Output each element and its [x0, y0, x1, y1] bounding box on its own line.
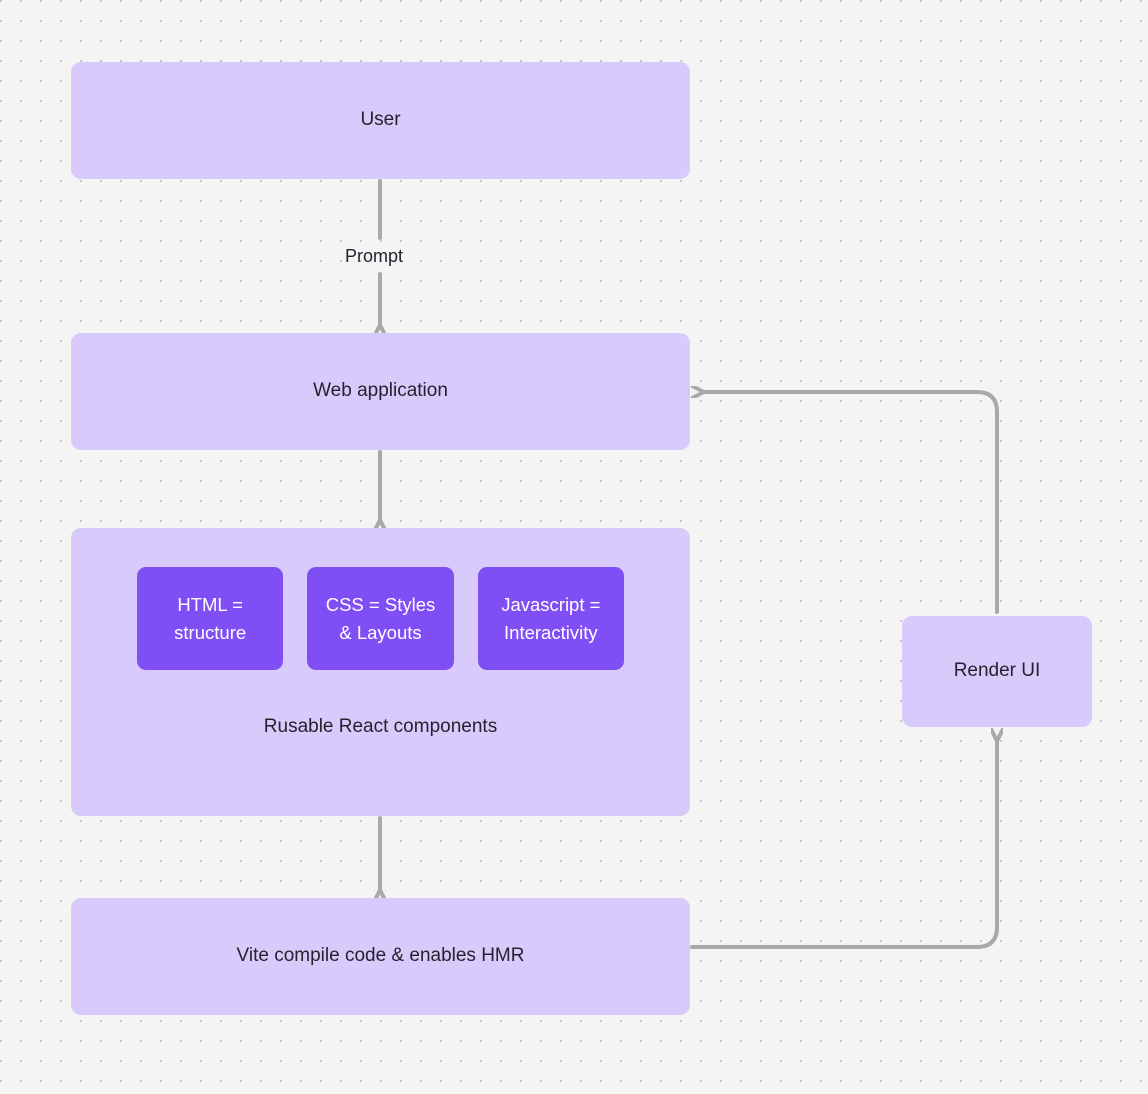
node-html-label: HTML = structure [174, 593, 247, 643]
node-user-label: User [360, 109, 401, 131]
node-javascript[interactable]: Javascript = Interactivity [477, 567, 624, 670]
node-css[interactable]: CSS = Styles & Layouts [307, 567, 454, 670]
node-css-label: CSS = Styles & Layouts [325, 593, 436, 643]
node-user[interactable]: User [71, 62, 690, 179]
edge-vite-to-renderui [690, 740, 997, 949]
node-vite[interactable]: Vite compile code & enables HMR [71, 898, 690, 1015]
edge-renderui-to-webapp [703, 392, 999, 614]
node-render-ui[interactable]: Render UI [902, 616, 1092, 727]
edge-label-prompt: Prompt [345, 246, 404, 266]
node-html[interactable]: HTML = structure [137, 567, 284, 670]
node-react-components-caption: Rusable React components [263, 716, 498, 737]
node-render-ui-label: Render UI [953, 660, 1041, 682]
node-javascript-label: Javascript = Interactivity [501, 593, 601, 643]
node-vite-label: Vite compile code & enables HMR [236, 945, 525, 967]
inner-node-row: HTML = structure CSS = Styles & Layouts … [137, 567, 624, 670]
node-web-application-label: Web application [313, 380, 448, 402]
node-web-application[interactable]: Web application [71, 333, 690, 450]
